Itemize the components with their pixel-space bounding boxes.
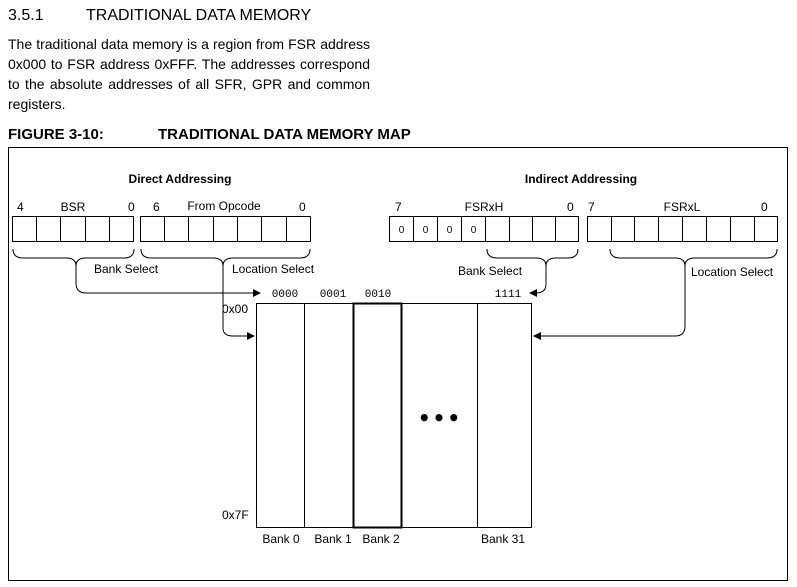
fsrh-label: FSRxH	[465, 200, 504, 214]
opcode-msb: 6	[153, 200, 160, 214]
fsrl-lsb: 0	[761, 200, 768, 214]
bsr-register	[12, 216, 134, 242]
fsrl-msb: 7	[588, 200, 595, 214]
bank-label: Bank 2	[362, 532, 400, 546]
fsrh-msb: 7	[395, 200, 402, 214]
fsrh-fixed-bit: 0	[471, 225, 477, 236]
opcode-label: From Opcode	[187, 199, 261, 213]
bsr-msb: 4	[17, 200, 24, 214]
indirect-bank-select: Bank Select	[458, 264, 523, 278]
address-bottom: 0x7F	[222, 508, 249, 522]
indirect-addressing-heading: Indirect Addressing	[525, 172, 637, 186]
fsrl-label: FSRxL	[664, 200, 701, 214]
fsrh-fixed-bit: 0	[399, 225, 405, 236]
figure-frame	[8, 147, 788, 581]
address-top: 0x00	[222, 302, 248, 316]
figure-title: TRADITIONAL DATA MEMORY MAP	[158, 126, 411, 143]
indirect-bank-arrow	[529, 266, 547, 297]
section-paragraph: The traditional data memory is a region …	[8, 36, 370, 112]
fsrh-fixed-bit: 0	[447, 225, 453, 236]
fsrl-register	[587, 216, 778, 242]
direct-addressing-heading: Direct Addressing	[129, 172, 232, 186]
direct-location-arrow	[222, 266, 255, 340]
section-number: 3.5.1	[8, 7, 44, 24]
bsr-label: BSR	[61, 200, 86, 214]
bank-label: Bank 31	[481, 532, 525, 546]
opcode-lsb: 0	[299, 200, 306, 214]
bank-code: 0001	[320, 289, 347, 301]
bank-code: 1111	[495, 289, 522, 301]
indirect-location-arrow	[533, 266, 686, 340]
bank-code: 0010	[365, 289, 391, 301]
fsrh-fixed-bit: 0	[423, 225, 429, 236]
ellipsis-icon: •••	[418, 406, 462, 430]
figure-label: FIGURE 3-10:	[8, 126, 104, 143]
direct-bank-select: Bank Select	[94, 262, 159, 276]
opcode-register	[140, 216, 311, 242]
bank-label: Bank 0	[262, 532, 300, 546]
fsrh-lsb: 0	[567, 200, 574, 214]
bank-2-highlight	[352, 302, 403, 529]
indirect-location-select: Location Select	[691, 265, 774, 279]
bsr-lsb: 0	[128, 200, 135, 214]
memory-map	[256, 303, 532, 528]
direct-bank-arrow	[75, 266, 261, 297]
bank-label: Bank 1	[314, 532, 352, 546]
bank-code: 0000	[272, 289, 298, 301]
fsrl-brace	[609, 248, 778, 267]
direct-location-select: Location Select	[232, 262, 315, 276]
fsrh-register	[389, 216, 579, 242]
section-title: TRADITIONAL DATA MEMORY	[86, 7, 312, 24]
